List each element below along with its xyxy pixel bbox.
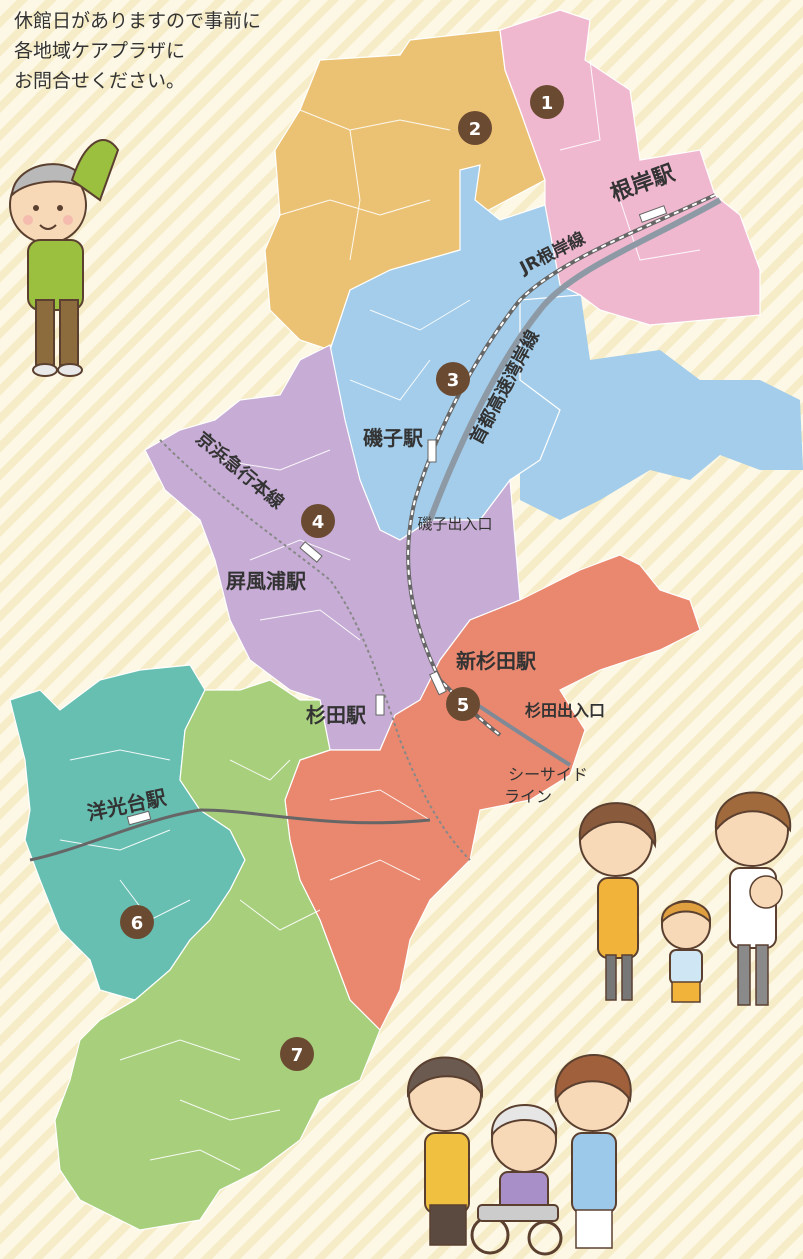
sugita-station-label: 杉田駅 (306, 703, 366, 727)
negishi-station-marker (638, 205, 668, 223)
shinsugita-station-marker (429, 670, 447, 696)
notice-line-3: お問合せください。 (14, 70, 186, 92)
svg-text:5: 5 (457, 695, 470, 716)
svg-text:3: 3 (447, 370, 460, 391)
svg-text:7: 7 (291, 1045, 304, 1066)
svg-text:1: 1 (541, 93, 554, 114)
area-6-badge: 6 (120, 905, 154, 939)
sugita-interchange-label: 杉田出入口 (525, 701, 605, 720)
elderly-care-illustration (406, 1054, 632, 1256)
bay-water (520, 290, 803, 520)
svg-text:4: 4 (312, 512, 325, 533)
negishi-line-west (29, 808, 431, 862)
area-7-region (54, 679, 381, 1231)
isogo-station-label: 磯子駅 (363, 426, 423, 450)
area-7-badge: 7 (280, 1037, 314, 1071)
area-5-badge: 5 (446, 687, 480, 721)
byobugaura-station-label: 屏風浦駅 (226, 569, 306, 593)
isogo-station-marker (427, 439, 437, 463)
byobugaura-station-marker (299, 541, 323, 563)
svg-text:2: 2 (469, 119, 482, 140)
closure-notice: 休館日がありますので事前に 各地域ケアプラザに お問合せください。 (14, 6, 354, 96)
svg-text:6: 6 (131, 913, 144, 934)
area-4-badge: 4 (301, 504, 335, 538)
area-3-badge: 3 (436, 362, 470, 396)
isogo-interchange-label: 磯子出入口 (417, 515, 492, 533)
shinsugita-station-label: 新杉田駅 (456, 649, 536, 673)
notice-line-2: 各地域ケアプラザに (14, 40, 186, 62)
keikyu-line (159, 439, 471, 861)
area-1-region (499, 9, 761, 326)
district-boundaries (59, 59, 701, 1171)
seaside-line-label-2: ライン (504, 787, 552, 806)
area-badges: 1 2 3 4 5 6 7 (120, 85, 564, 1071)
sugita-station-marker (375, 694, 385, 716)
man-exercising-illustration (9, 139, 120, 377)
area-1-badge: 1 (530, 85, 564, 119)
seaside-line-label-1: シーサイド (508, 765, 588, 784)
shuto-expressway-line (427, 197, 722, 522)
notice-line-1: 休館日がありますので事前に (14, 10, 262, 32)
family-illustration (578, 791, 792, 1006)
area-2-badge: 2 (458, 111, 492, 145)
yokodai-station-marker (126, 810, 152, 826)
